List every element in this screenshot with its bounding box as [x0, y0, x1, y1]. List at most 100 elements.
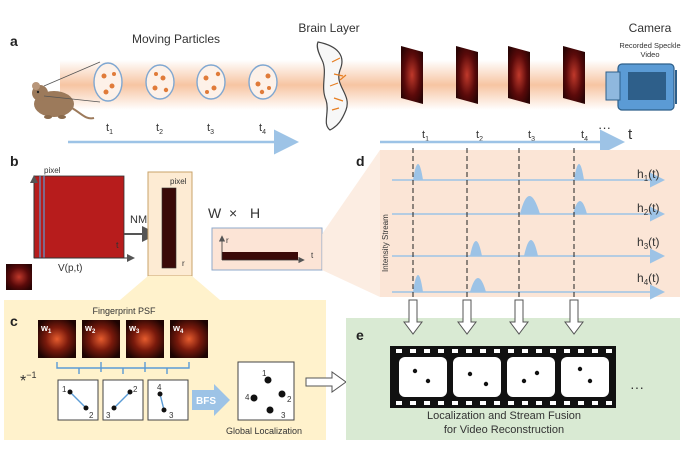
v-t-label: t	[116, 240, 119, 250]
particle-group-t2	[145, 64, 175, 100]
svg-text:4: 4	[157, 383, 162, 392]
global-localization: 1 4 2 3	[237, 361, 295, 421]
time-label: t3	[207, 122, 214, 136]
global-localization-title: Global Localization	[226, 426, 302, 436]
camera-icon	[605, 63, 677, 111]
recorded-video-line2: Video	[640, 50, 659, 59]
bfs-label: BFS	[196, 396, 216, 407]
brain-layer-title: Brain Layer	[298, 21, 359, 35]
psf-w2-label: w2	[84, 323, 96, 335]
speckle-frame-3	[508, 46, 530, 104]
panel-d-label: d	[356, 153, 365, 169]
intensity-traces	[392, 164, 665, 300]
peak-h4-t1	[413, 275, 423, 292]
time-axis-label: t	[628, 126, 633, 143]
wh-times: ×	[229, 205, 237, 221]
svg-text:4: 4	[245, 393, 250, 402]
speckle-thumbnail	[6, 264, 32, 290]
film-strip	[390, 346, 616, 408]
time-label: t4	[581, 129, 588, 143]
video-frame-4	[561, 357, 609, 397]
dashed-time-lines	[412, 148, 575, 300]
particle-group-t4	[248, 64, 278, 100]
svg-text:1: 1	[62, 385, 67, 394]
intensity-stream-label: Intensity Stream	[381, 214, 390, 272]
psf-tiles: w1 w2 w3 w4	[38, 320, 208, 358]
peak-h3-t2	[470, 241, 482, 256]
svg-text:3: 3	[169, 411, 174, 420]
psf-w1-label: w1	[40, 323, 52, 335]
wh-h: H	[250, 205, 260, 221]
svg-text:2: 2	[133, 385, 138, 394]
time-label: t1	[106, 122, 113, 136]
svg-text:3: 3	[281, 411, 286, 420]
time-label: t1	[422, 129, 429, 143]
v-label: V(p,t)	[58, 263, 82, 274]
panel-c-label: c	[10, 313, 18, 329]
peak-h2-t3	[520, 196, 540, 214]
panel-d-background	[380, 150, 680, 297]
peak-h3-t3	[524, 240, 538, 256]
speckle-frame-2	[456, 46, 478, 104]
moving-particles-title: Moving Particles	[132, 32, 220, 46]
peak-h1-t1	[413, 164, 423, 180]
w-pixel-label: pixel	[170, 177, 187, 186]
zoom-line	[43, 61, 101, 87]
h-matrix	[222, 252, 298, 260]
h1-label: h1(t)	[637, 167, 659, 183]
peak-h1-t4	[574, 164, 584, 180]
film-ellipsis: ···	[630, 379, 644, 395]
pair-localization-3: 4 3	[147, 379, 189, 421]
time-label: t2	[476, 129, 483, 143]
panel-a-label: a	[10, 33, 18, 49]
video-frame-3	[507, 357, 555, 397]
c-to-e-arrow	[305, 371, 347, 393]
panel-e-caption-line2: for Video Reconstruction	[444, 424, 564, 436]
pair-localization-1: 1 2	[57, 379, 99, 421]
psf-w3	[126, 320, 164, 358]
h-r-label: r	[226, 236, 229, 245]
h3-label: h3(t)	[637, 235, 659, 251]
w-matrix	[161, 187, 177, 269]
recorded-video-line1: Recorded Speckle	[619, 41, 680, 50]
panel-d-connector	[322, 150, 380, 297]
psf-w4-label: w4	[172, 323, 184, 335]
mouse-icon	[32, 82, 95, 120]
fingerprint-title: Fingerprint PSF	[92, 306, 156, 316]
peak-h4-t2	[470, 278, 486, 292]
panel-c-connector	[120, 276, 220, 300]
h-matrix-box	[211, 227, 323, 271]
speckle-frame-1	[401, 46, 423, 104]
camera-title: Camera	[629, 21, 672, 35]
video-frame-1	[399, 357, 447, 397]
zoom-line	[43, 95, 101, 103]
particle-time-labels: t1 t2 t3 t4	[106, 122, 266, 136]
svg-text:1: 1	[262, 369, 267, 378]
panel-e-caption-line1: Localization and Stream Fusion	[427, 410, 581, 422]
brain-layer-shape	[316, 41, 348, 131]
time-label: t4	[259, 122, 266, 136]
particle-group-t1	[93, 62, 123, 102]
video-frame-2	[453, 357, 501, 397]
matrix-v	[33, 175, 125, 259]
v-pixel-label: pixel	[44, 166, 61, 175]
pair-localization-2: 2 3	[102, 379, 144, 421]
wh-w: W	[208, 205, 222, 221]
h4-label: h4(t)	[637, 271, 659, 287]
h-t-label: t	[311, 251, 314, 260]
pair-brackets	[56, 362, 190, 374]
panel-b-label: b	[10, 153, 19, 169]
psf-w2	[82, 320, 120, 358]
psf-w3-label: w3	[128, 323, 140, 335]
peak-h2-t4	[573, 201, 587, 214]
down-arrows	[403, 299, 584, 335]
time-label: t2	[156, 122, 163, 136]
h2-label: h2(t)	[637, 201, 659, 217]
time-label: t3	[528, 129, 535, 143]
psf-w4	[170, 320, 208, 358]
bfs-arrow	[192, 384, 230, 416]
particle-group-t3	[196, 64, 226, 100]
h-labels: h1(t) h2(t) h3(t) h4(t)	[637, 167, 659, 287]
